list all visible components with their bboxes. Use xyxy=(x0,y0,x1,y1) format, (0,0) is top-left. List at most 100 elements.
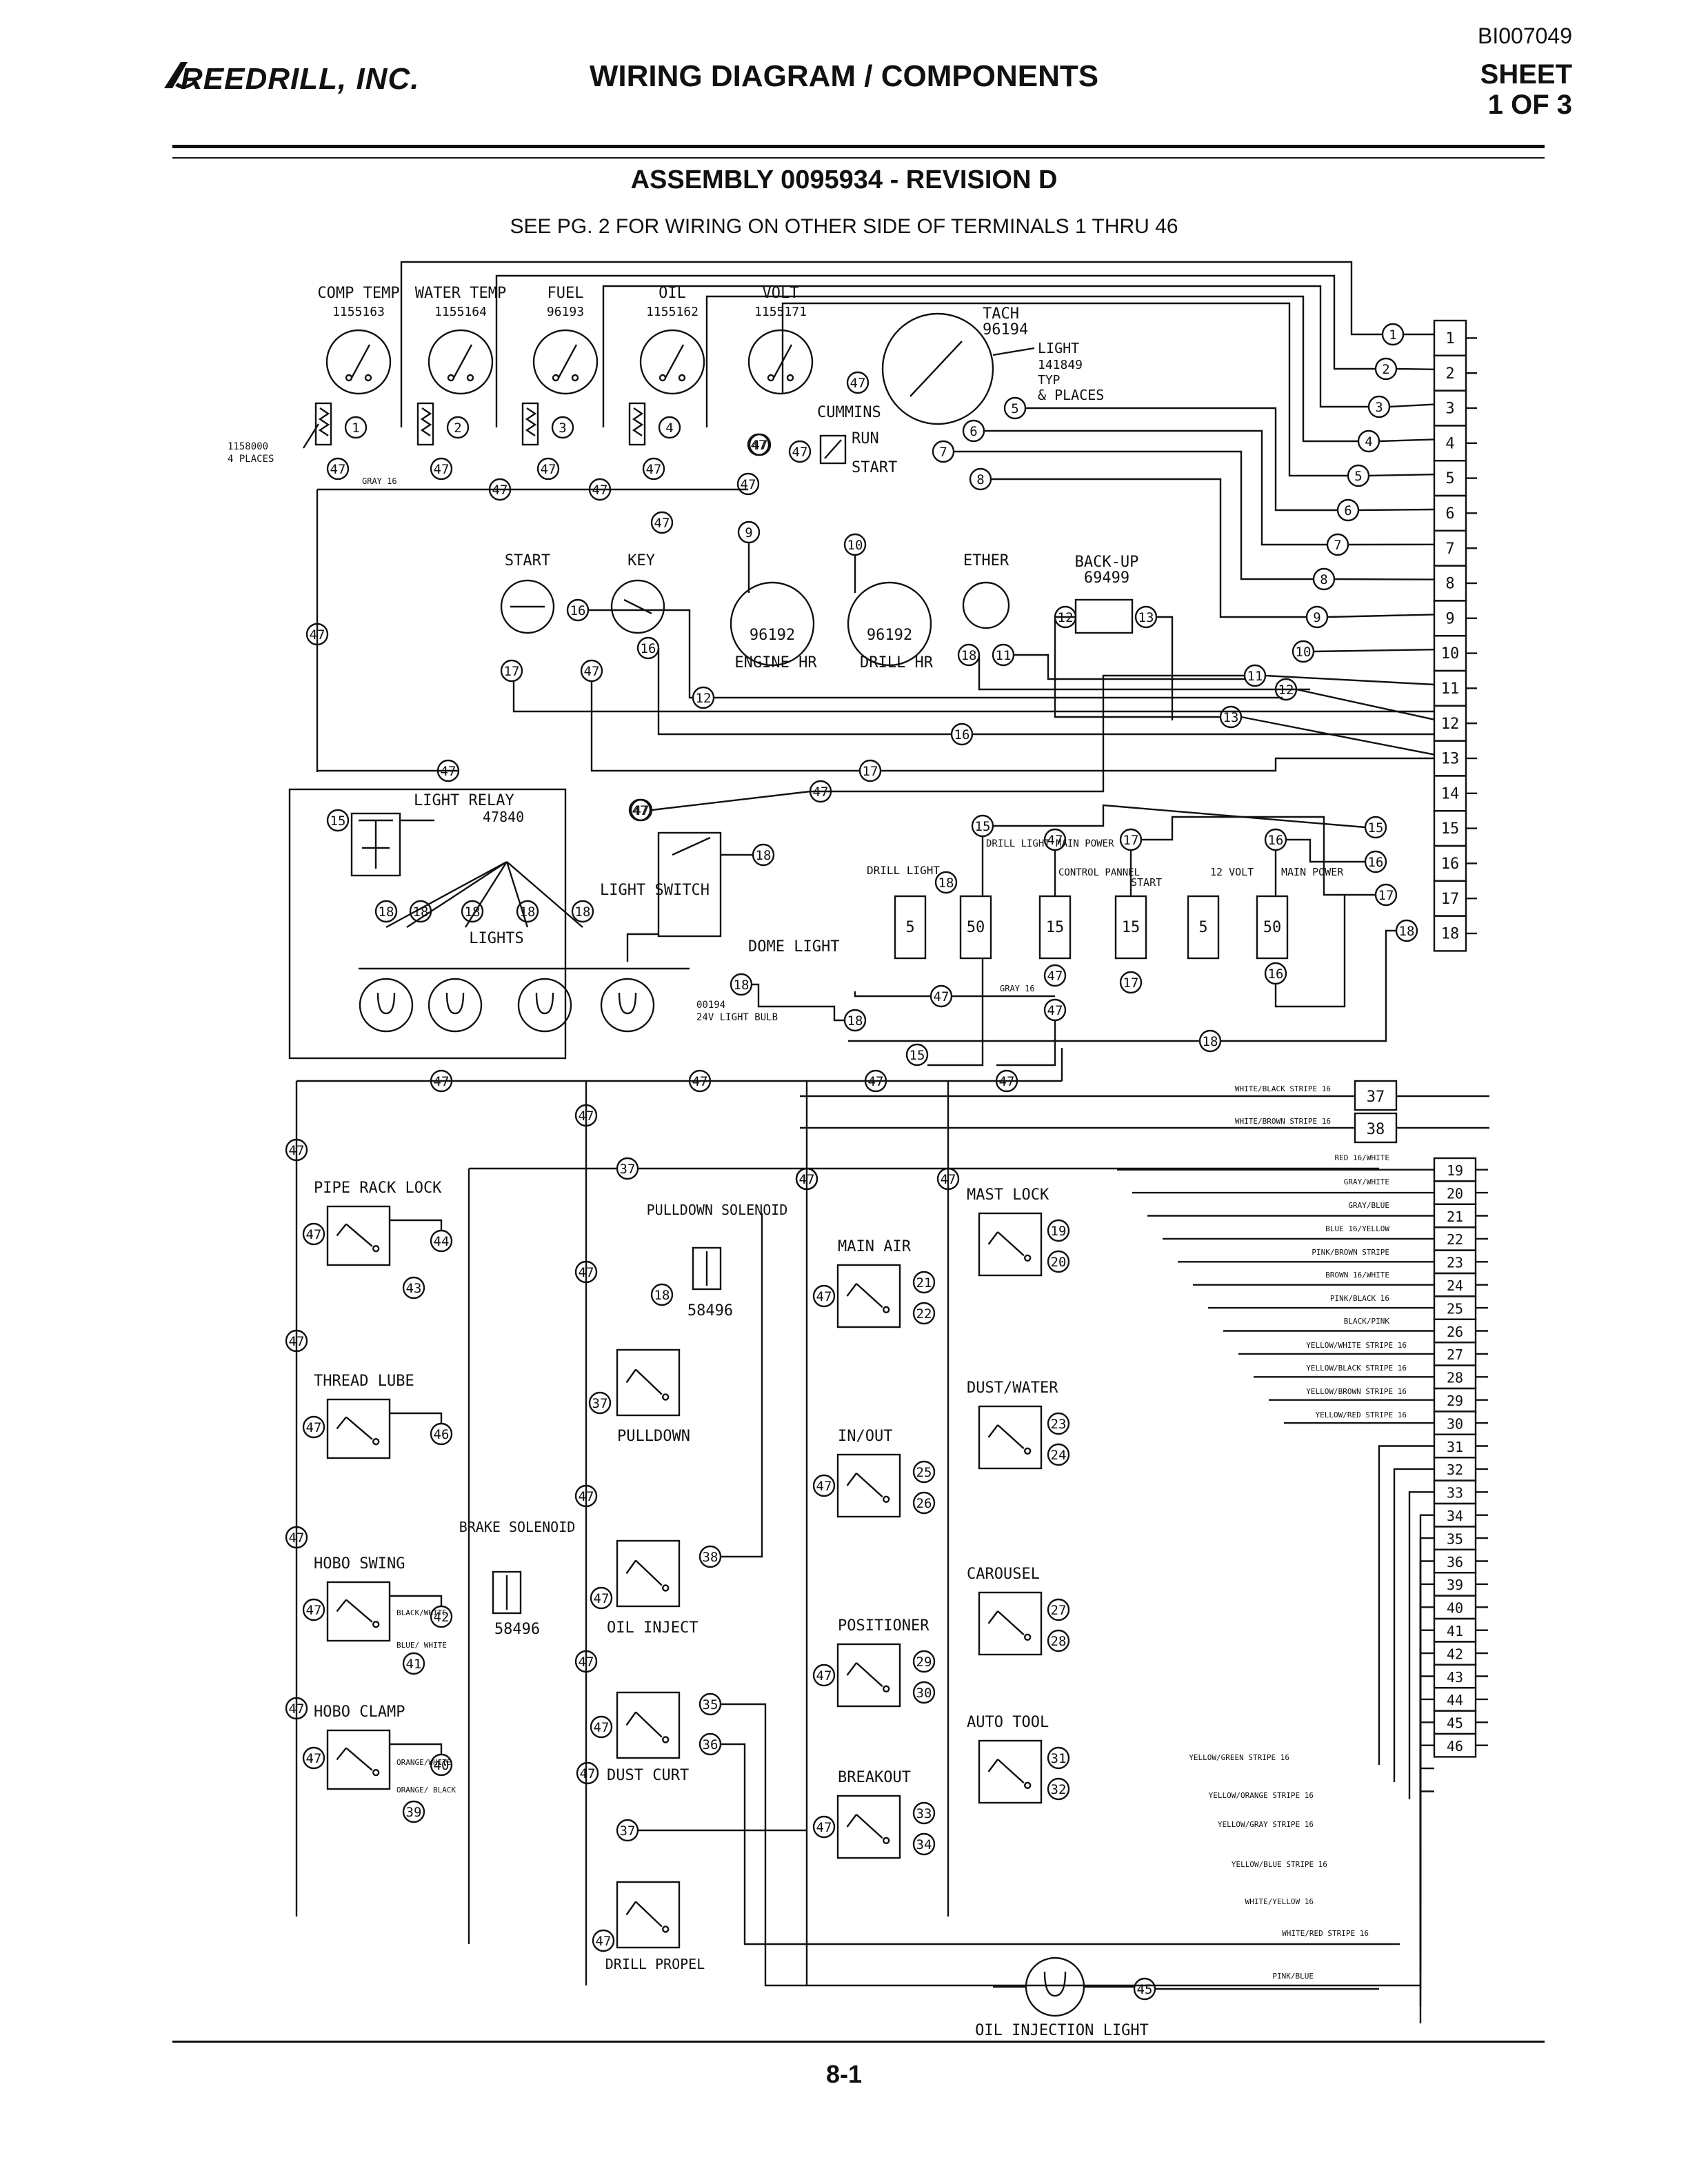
terminal-number: 10 xyxy=(1441,645,1460,663)
company-name: REEDRILL, INC. xyxy=(181,62,420,96)
wire-number: 21 xyxy=(916,1275,932,1291)
wire-number-callout xyxy=(590,1715,613,1739)
gauge-part-number: 96193 xyxy=(547,305,584,319)
switch-terminal xyxy=(1023,1447,1032,1455)
engine-hr-label: ENGINE HR xyxy=(734,654,817,671)
wire xyxy=(881,757,1434,772)
oil-injection-light-label: OIL INJECTION LIGHT xyxy=(975,2022,1149,2039)
wire-number-callout xyxy=(1043,964,1067,987)
terminal-number: 25 xyxy=(1447,1300,1463,1317)
wire-number: 23 xyxy=(1051,1417,1067,1432)
wire-number: 18 xyxy=(379,904,394,920)
wire-number: 3 xyxy=(1375,400,1383,415)
switch-lever xyxy=(846,1473,857,1486)
wire-number: 33 xyxy=(916,1806,932,1821)
wire xyxy=(721,1703,1420,1987)
drill-light-main-fuse-label: DRILL LIGHT MAIN POWER xyxy=(986,838,1114,849)
cummins-switch-icon xyxy=(819,434,847,465)
switch-box xyxy=(326,1729,391,1790)
wire xyxy=(626,933,659,962)
tach-part-number: 96194 xyxy=(983,321,1028,338)
wire xyxy=(1419,1537,1434,1834)
wire-number: 29 xyxy=(916,1655,932,1670)
wire-number: 37 xyxy=(620,1823,636,1839)
wire-number-callout xyxy=(864,1069,887,1093)
wire-number: 17 xyxy=(1378,888,1394,903)
wire-number: 12 xyxy=(696,691,712,706)
sender-unit-icon xyxy=(628,402,646,446)
terminal-number: 14 xyxy=(1441,785,1460,802)
assembly-title: ASSEMBLY 0095934 - REVISION D xyxy=(630,165,1058,194)
wire-color-label: YELLOW/WHITE STRIPE 16 xyxy=(1306,1341,1407,1350)
switch-label: HOBO SWING xyxy=(314,1555,405,1573)
wire-number: 16 xyxy=(1268,833,1284,848)
drill-light-fuse-label: DRILL LIGHT xyxy=(867,864,940,877)
wire-number: 7 xyxy=(1334,538,1341,553)
wire-color-label: ORANGE/WHITE xyxy=(396,1758,451,1767)
wire-number: 47 xyxy=(799,1172,815,1187)
wire-number: 17 xyxy=(863,764,878,779)
wire-number-callout xyxy=(912,1491,936,1515)
switch-label: DUST/WATER xyxy=(967,1379,1058,1397)
wire-color-label: YELLOW/BROWN STRIPE 16 xyxy=(1306,1387,1407,1396)
switch-terminal xyxy=(882,1837,890,1845)
start-label: START xyxy=(852,459,897,476)
wire-number: 47 xyxy=(999,1074,1015,1089)
engine-hour-meter-part: 96192 xyxy=(750,627,795,644)
switch-contact xyxy=(635,1901,663,1928)
switch-lever xyxy=(336,1747,347,1761)
wire-number: 47 xyxy=(580,1766,596,1781)
switch-box xyxy=(978,1591,1043,1656)
terminal-number: 35 xyxy=(1447,1530,1463,1547)
wire xyxy=(1419,1514,1434,1817)
ether-label: ETHER xyxy=(963,552,1009,569)
wire-number: 47 xyxy=(584,664,600,679)
wire-number-callout xyxy=(571,900,594,923)
wire-number-callout xyxy=(344,416,368,439)
gauge-name: OIL xyxy=(659,285,686,302)
terminal-number: 36 xyxy=(1447,1554,1463,1570)
page-number: 8-1 xyxy=(825,2060,863,2088)
wire-number-callout xyxy=(934,871,958,894)
wire xyxy=(1240,716,1435,756)
wire-number-callout xyxy=(446,416,470,439)
gauge-needle xyxy=(452,344,473,378)
wire-number: 28 xyxy=(1051,1634,1067,1649)
start-fuse-label: START xyxy=(1131,876,1162,889)
wire-color-label: WHITE/BLACK STRIPE 16 xyxy=(1235,1084,1331,1093)
terminal-number: 39 xyxy=(1447,1577,1463,1593)
gauge-terminal xyxy=(571,374,579,382)
wire-number: 18 xyxy=(734,978,750,993)
switch-terminal xyxy=(372,1244,380,1253)
wire-number-callout xyxy=(302,1415,325,1439)
gauge-terminal xyxy=(364,374,372,382)
wire-color-label: WHITE/BROWN STRIPE 16 xyxy=(1235,1117,1331,1126)
wire-number-callout xyxy=(1047,1746,1070,1770)
terminal-number: 13 xyxy=(1441,751,1460,768)
wire xyxy=(1419,1744,1434,1989)
wire-number-callout xyxy=(795,1167,818,1191)
wire xyxy=(390,1219,443,1231)
fuse-rating: 15 xyxy=(1046,919,1065,936)
wire-number-callout xyxy=(1047,1412,1070,1435)
key-switch-label: KEY xyxy=(627,552,655,569)
wire xyxy=(1378,438,1435,443)
wire-number: 47 xyxy=(579,1489,594,1504)
terminal-number: 6 xyxy=(1445,505,1454,523)
drill-hour-meter-icon xyxy=(847,581,932,667)
wire-number-callout xyxy=(846,371,870,394)
wire-color-label: BLUE/ WHITE xyxy=(396,1641,447,1650)
gauge-name: VOLT xyxy=(763,285,799,302)
wire xyxy=(1419,1629,1434,1903)
wire-number: 18 xyxy=(1203,1034,1218,1049)
switch-box xyxy=(326,1581,391,1642)
switch-contact xyxy=(997,1231,1025,1257)
switch-lever xyxy=(846,1814,857,1828)
terminal-number: 5 xyxy=(1445,470,1454,487)
wire-number: 22 xyxy=(916,1306,932,1322)
engine-hour-meter-icon xyxy=(730,581,815,667)
terminal-number: 27 xyxy=(1447,1346,1463,1363)
wire-number: 18 xyxy=(756,848,772,863)
switch-lever xyxy=(987,1759,998,1772)
wire-number: 10 xyxy=(847,538,863,553)
